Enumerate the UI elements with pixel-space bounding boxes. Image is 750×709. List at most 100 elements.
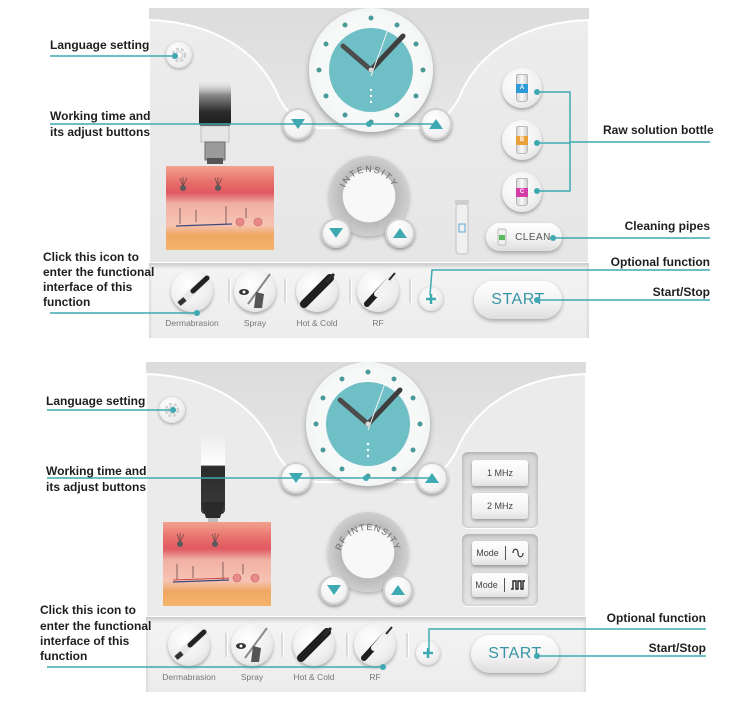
start-label: START — [491, 291, 545, 308]
function-hot-cold-button[interactable] — [293, 624, 335, 666]
diagram-bottom-panel: RF INTENSITY 1 MHz 2 MHz Mode M — [0, 357, 750, 702]
intensity-decrease-button[interactable] — [321, 218, 351, 248]
dermabrasion-handpiece-icon — [177, 275, 210, 306]
function-spray-button[interactable] — [234, 270, 276, 312]
bottle-a-button[interactable]: A — [502, 68, 542, 108]
triangle-up-icon — [429, 119, 443, 129]
tray-divider — [349, 279, 351, 303]
triangle-up-icon — [391, 585, 405, 595]
callout-working-time-line1: Working time and — [50, 109, 151, 123]
square-wave-icon — [510, 580, 525, 590]
frequency-selector: 1 MHz 2 MHz — [462, 452, 538, 528]
function-rf-button[interactable] — [357, 270, 399, 312]
start-button[interactable]: START — [471, 635, 559, 673]
spray-gun-icon — [236, 627, 268, 662]
rf-intensity-label: RF INTENSITY — [333, 522, 401, 552]
clock-icon — [313, 369, 423, 479]
function-hot-cold-label: Hot & Cold — [296, 318, 338, 328]
mode-separator — [503, 578, 505, 592]
clean-button[interactable]: CLEAN — [486, 223, 562, 251]
function-dermabrasion-button[interactable] — [168, 624, 210, 666]
function-rf-label: RF — [369, 672, 381, 682]
time-decrease-button[interactable] — [282, 108, 314, 140]
language-setting-button[interactable] — [166, 42, 192, 68]
bottle-icon: C — [516, 178, 528, 206]
rf-handpiece-illustration — [201, 432, 225, 526]
callout-cleaning-pipes: Cleaning pipes — [624, 219, 710, 233]
function-tray: Dermabrasion Spray Hot & Cold — [149, 263, 589, 338]
triangle-down-icon — [291, 119, 305, 129]
mode-label: Mode — [475, 580, 498, 590]
function-dermabrasion-label: Dermabrasion — [162, 672, 216, 682]
callout-language-setting: Language setting — [46, 394, 146, 408]
function-spray-button[interactable] — [231, 624, 273, 666]
working-time-clock — [306, 362, 430, 486]
function-hot-cold-label: Hot & Cold — [293, 672, 335, 682]
svg-text:RF INTENSITY: RF INTENSITY — [333, 522, 402, 552]
bottle-icon: B — [516, 126, 528, 154]
callout-click-icon-line3: interface of this — [40, 634, 130, 648]
intensity-label: INTENSITY — [338, 164, 399, 189]
intensity-increase-button[interactable] — [385, 218, 415, 248]
start-label: START — [488, 645, 542, 662]
tray-divider — [281, 633, 283, 657]
time-decrease-button[interactable] — [280, 462, 312, 494]
time-increase-button[interactable] — [416, 462, 448, 494]
function-rf-label: RF — [372, 318, 384, 328]
frequency-1mhz-button[interactable]: 1 MHz — [472, 460, 528, 486]
mode-selector: Mode Mode — [462, 534, 538, 606]
function-dermabrasion-button[interactable] — [171, 270, 213, 312]
device-screen-bottom: RF INTENSITY 1 MHz 2 MHz Mode M — [146, 362, 586, 692]
optional-function-button[interactable] — [416, 641, 440, 665]
bottle-c-button[interactable]: C — [502, 172, 542, 212]
trash-bottle-icon — [455, 200, 469, 255]
callout-start-stop: Start/Stop — [648, 641, 706, 655]
plus-icon — [426, 294, 436, 304]
clock-icon — [316, 15, 426, 125]
bottle-a-label: A — [516, 84, 528, 93]
function-rf-button[interactable] — [354, 624, 396, 666]
tray-divider — [406, 633, 408, 657]
start-button[interactable]: START — [474, 281, 562, 319]
clean-label: CLEAN — [515, 231, 551, 243]
callout-working-time-line2: its adjust buttons — [46, 480, 146, 494]
bottle-icon: A — [516, 74, 528, 102]
triangle-down-icon — [289, 473, 303, 483]
callout-click-icon-line4: function — [43, 295, 91, 309]
callout-click-icon-line3: interface of this — [43, 280, 133, 294]
callout-click-icon-line2: enter the functional — [40, 619, 152, 633]
tray-divider — [409, 279, 411, 303]
callout-optional-function: Optional function — [610, 255, 710, 269]
tray-divider — [225, 633, 227, 657]
mode-pulse-button[interactable]: Mode — [472, 573, 528, 597]
svg-text:INTENSITY: INTENSITY — [338, 164, 400, 189]
sine-wave-icon — [512, 548, 524, 558]
bottle-b-label: B — [516, 136, 528, 145]
function-dermabrasion-label: Dermabrasion — [165, 318, 219, 328]
tray-divider — [228, 279, 230, 303]
callout-working-time-line2: its adjust buttons — [50, 125, 150, 139]
rf-intensity-label-arc: RF INTENSITY — [333, 522, 402, 552]
callout-click-icon-line2: enter the functional — [43, 265, 155, 279]
triangle-down-icon — [327, 585, 341, 595]
intensity-increase-button[interactable] — [383, 575, 413, 605]
callout-language-setting: Language setting — [50, 38, 150, 52]
gear-icon — [164, 402, 180, 418]
dermabrasion-handpiece-illustration — [199, 78, 231, 164]
time-increase-button[interactable] — [420, 108, 452, 140]
bottle-b-button[interactable]: B — [502, 120, 542, 160]
optional-function-button[interactable] — [419, 287, 443, 311]
language-setting-button[interactable] — [159, 397, 185, 423]
intensity-label-arc: INTENSITY — [338, 164, 400, 189]
mode-continuous-button[interactable]: Mode — [472, 541, 528, 565]
function-hot-cold-button[interactable] — [296, 270, 338, 312]
function-spray-label: Spray — [240, 672, 264, 682]
frequency-2mhz-button[interactable]: 2 MHz — [472, 493, 528, 519]
bottle-c-label: C — [516, 188, 528, 197]
intensity-decrease-button[interactable] — [319, 575, 349, 605]
callout-start-stop: Start/Stop — [652, 285, 710, 299]
tray-divider — [284, 279, 286, 303]
dermabrasion-handpiece-icon — [174, 629, 207, 660]
skin-cross-section-illustration — [166, 166, 274, 250]
triangle-up-icon — [425, 473, 439, 483]
